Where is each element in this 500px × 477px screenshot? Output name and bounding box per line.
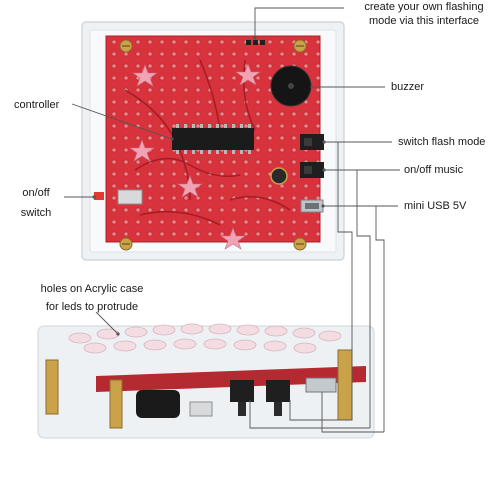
label-flashing-line2: mode via this interface	[368, 15, 480, 27]
controller-chip	[172, 128, 254, 150]
header-pins	[246, 40, 265, 45]
star-decoration	[235, 63, 261, 86]
brass-standoff	[109, 379, 123, 429]
usb-side	[305, 377, 337, 393]
buzzer-side	[136, 390, 180, 418]
switch-side	[266, 380, 290, 402]
onoff-slide-switch	[117, 189, 143, 205]
brass-standoff	[337, 349, 353, 421]
label-holes: holes on Acrylic case for leds to protru…	[4, 282, 180, 314]
star-decoration	[132, 64, 158, 87]
label-onoff-music: on/off music	[404, 164, 464, 176]
label-buzzer: buzzer	[391, 81, 425, 93]
switch-side	[230, 380, 254, 402]
bottom-device	[37, 323, 375, 439]
label-flashing-line1: create your own flashing	[364, 1, 484, 13]
label-holes-line2: for leds to protrude	[45, 301, 139, 313]
label-onoff-switch: on/off switch	[8, 186, 64, 220]
star-decoration	[177, 175, 203, 198]
callout-lines	[64, 7, 400, 433]
label-flashing-interface: create your own flashing mode via this i…	[350, 0, 498, 28]
brass-standoff	[45, 359, 59, 415]
star-decoration	[129, 139, 155, 162]
label-switch-flash-mode: switch flash mode	[398, 136, 486, 148]
label-controller: controller	[14, 99, 60, 111]
star-decoration	[220, 227, 246, 250]
label-onoff-switch-line2: switch	[20, 207, 52, 219]
top-device	[81, 21, 345, 261]
label-holes-line1: holes on Acrylic case	[40, 283, 144, 295]
label-onoff-switch-line1: on/off	[22, 187, 50, 199]
capacitor	[270, 167, 288, 185]
pcb-edge	[96, 366, 366, 392]
label-mini-usb: mini USB 5V	[404, 200, 467, 212]
